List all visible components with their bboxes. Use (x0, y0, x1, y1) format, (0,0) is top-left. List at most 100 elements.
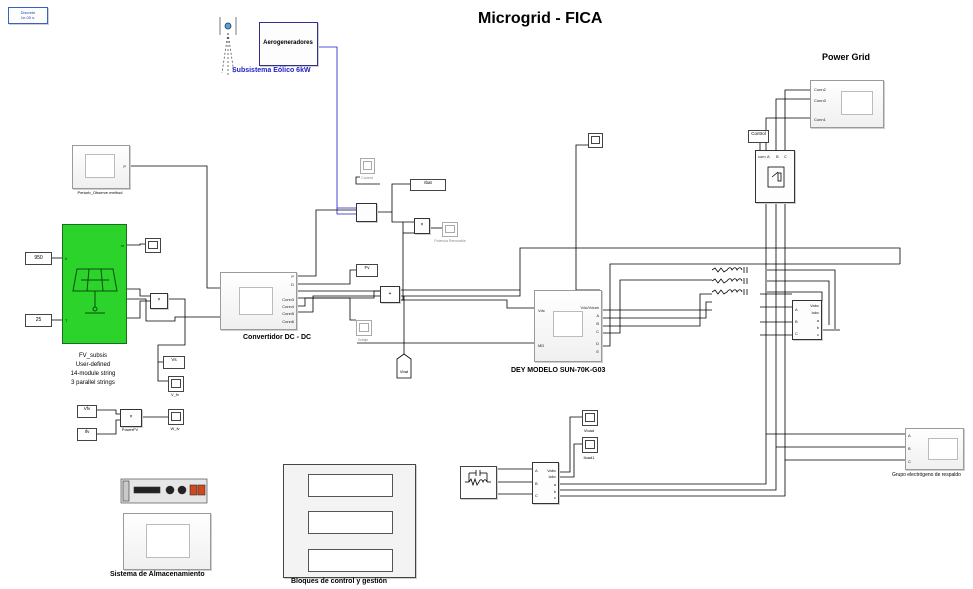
wind-subsystem-caption: Subsistema Eólico 6kW (232, 67, 311, 74)
pv-product-block[interactable]: × (150, 293, 168, 309)
inverter-port-d: D (596, 341, 599, 346)
vfv-tag: Vfv (77, 405, 97, 418)
grid-port-conn2: Conn2 (814, 87, 826, 92)
irradiance-constant[interactable]: 950 (25, 252, 52, 265)
three-phase-measurement-1[interactable]: A B C Vabc Iabc a b c (792, 300, 822, 340)
converter-port-conn6: Conn6 (282, 319, 294, 324)
ibat-sum-block[interactable] (356, 203, 377, 222)
converter-port-d: D (291, 282, 294, 287)
grid-breaker-block[interactable]: com A B C (755, 150, 795, 203)
potencia-scope[interactable] (442, 222, 458, 237)
meas2-port-iabc: Iabc (548, 474, 556, 479)
control-management-block[interactable] (283, 464, 416, 578)
backup-generator-block[interactable]: A B C (905, 428, 964, 470)
rlc-load-block[interactable] (460, 466, 497, 499)
wind-generator-block[interactable]: Aerogeneradores (259, 22, 318, 66)
control-subblock-3[interactable] (308, 549, 393, 572)
inverter-port-c: C (596, 329, 599, 334)
rl-filter-icon (712, 266, 768, 298)
dc-bus-scope[interactable] (588, 133, 603, 148)
powergui-block[interactable]: Discrete 1e-05 s. (8, 7, 48, 24)
battery-rack-icon (120, 477, 210, 507)
ifv-tag-label: Ifv (85, 429, 90, 434)
meas1-port-a-out: a (817, 318, 819, 323)
pv-desc-2: 14-module string (71, 371, 116, 377)
storage-system-block[interactable] (123, 513, 211, 570)
mppt-block[interactable]: P (72, 145, 130, 189)
inverter-block[interactable]: Vdc MD Vdc/Vdum A B C D E (534, 290, 602, 362)
power-product-block[interactable]: × (414, 218, 430, 234)
breaker-port-c: C (784, 154, 787, 159)
control-subblock-2[interactable] (308, 511, 393, 534)
control-caption: Bloques de control y gestión (291, 578, 387, 585)
storage-preview (146, 524, 190, 558)
vbat-tag-label: Vbat (400, 369, 408, 374)
vfv-scope-label: V_fv (171, 392, 179, 397)
meas2-port-c-out: c (554, 495, 556, 500)
voltaje-scope[interactable] (356, 320, 372, 336)
meas1-port-vabc: Vabc (810, 303, 819, 308)
mppt-preview (85, 154, 115, 178)
control-tag-label: Control (751, 131, 766, 136)
meas2-port-b: B (535, 481, 538, 486)
meas2-port-b-out: b (554, 489, 556, 494)
meas2-port-c: C (535, 493, 538, 498)
converter-caption: Convertidor DC - DC (243, 334, 311, 341)
fv-tag-label: Fv (365, 265, 370, 270)
iload-scope[interactable] (582, 437, 598, 453)
pv-product-sign: × (158, 297, 161, 303)
powerfv-product-block[interactable]: × (120, 409, 142, 427)
voltage-sensor-sign: + (389, 291, 392, 297)
pv-port-ir: Ir (65, 256, 67, 261)
wind-generator-label: Aerogeneradores (263, 40, 313, 46)
inverter-port-a: A (596, 313, 599, 318)
vfv-scope[interactable] (168, 376, 184, 392)
powergui-step: 1e-05 s. (21, 15, 35, 20)
generator-port-a: A (908, 433, 911, 438)
current-scope[interactable] (360, 158, 375, 174)
vs-tag-label: Vs (171, 357, 176, 362)
vfv-tag-label: Vfv (84, 406, 91, 411)
ibat-tag-label: Ibat (424, 180, 432, 185)
pv-port-t: T (65, 318, 67, 323)
potencia-scope-label: Potencia Renovable (434, 239, 465, 243)
wfv-scope-label: W_fv (170, 426, 179, 431)
generator-port-b: B (908, 446, 911, 451)
power-grid-title: Power Grid (822, 52, 870, 62)
converter-port-p: P (291, 274, 294, 279)
meas1-port-b: B (795, 319, 798, 324)
current-scope-label: Current (361, 176, 373, 180)
rlc-load-icon (463, 469, 493, 495)
inverter-preview (553, 311, 583, 337)
power-grid-block[interactable]: Conn2 Conn3 Conn1 (810, 80, 884, 128)
dc-dc-converter-block[interactable]: P D Conn3 Conn4 Conn5 Conn6 (220, 272, 297, 330)
three-phase-measurement-2[interactable]: A B C Vabc Iabc a b c (532, 462, 559, 504)
storage-caption: Sistema de Almacenamiento (110, 571, 205, 578)
inverter-port-e: E (596, 349, 599, 354)
grid-port-conn1: Conn1 (814, 117, 826, 122)
power-product-sign: × (421, 222, 424, 228)
temperature-constant[interactable]: 25 (25, 314, 52, 327)
mppt-caption: Perturb_Observe method (78, 190, 123, 195)
meas1-port-c-out: c (817, 332, 819, 337)
breaker-switch-icon (766, 165, 786, 189)
vload-scope[interactable] (582, 410, 598, 426)
breaker-port-b: B (776, 154, 779, 159)
meas2-port-vabc: Vabc (547, 468, 556, 473)
powerfv-label: PowerFV (122, 427, 138, 432)
fv-tag: Fv (356, 264, 378, 277)
pv-array-block[interactable]: Ir T m (62, 224, 127, 344)
pv-port-m: m (121, 243, 124, 248)
pv-m-scope[interactable] (145, 238, 161, 253)
pv-desc-3: 3 parallel strings (71, 380, 115, 386)
grid-port-conn3: Conn3 (814, 98, 826, 103)
meas1-port-b-out: b (817, 325, 819, 330)
converter-port-conn4: Conn4 (282, 304, 294, 309)
inverter-caption: DEY MODELO SUN-70K-G03 (511, 367, 605, 374)
ibat-tag: Ibat (410, 179, 446, 191)
mppt-port-p: P (123, 164, 126, 169)
control-subblock-1[interactable] (308, 474, 393, 497)
wfv-scope[interactable] (168, 409, 184, 425)
voltage-sensor-block[interactable]: + (380, 286, 400, 303)
